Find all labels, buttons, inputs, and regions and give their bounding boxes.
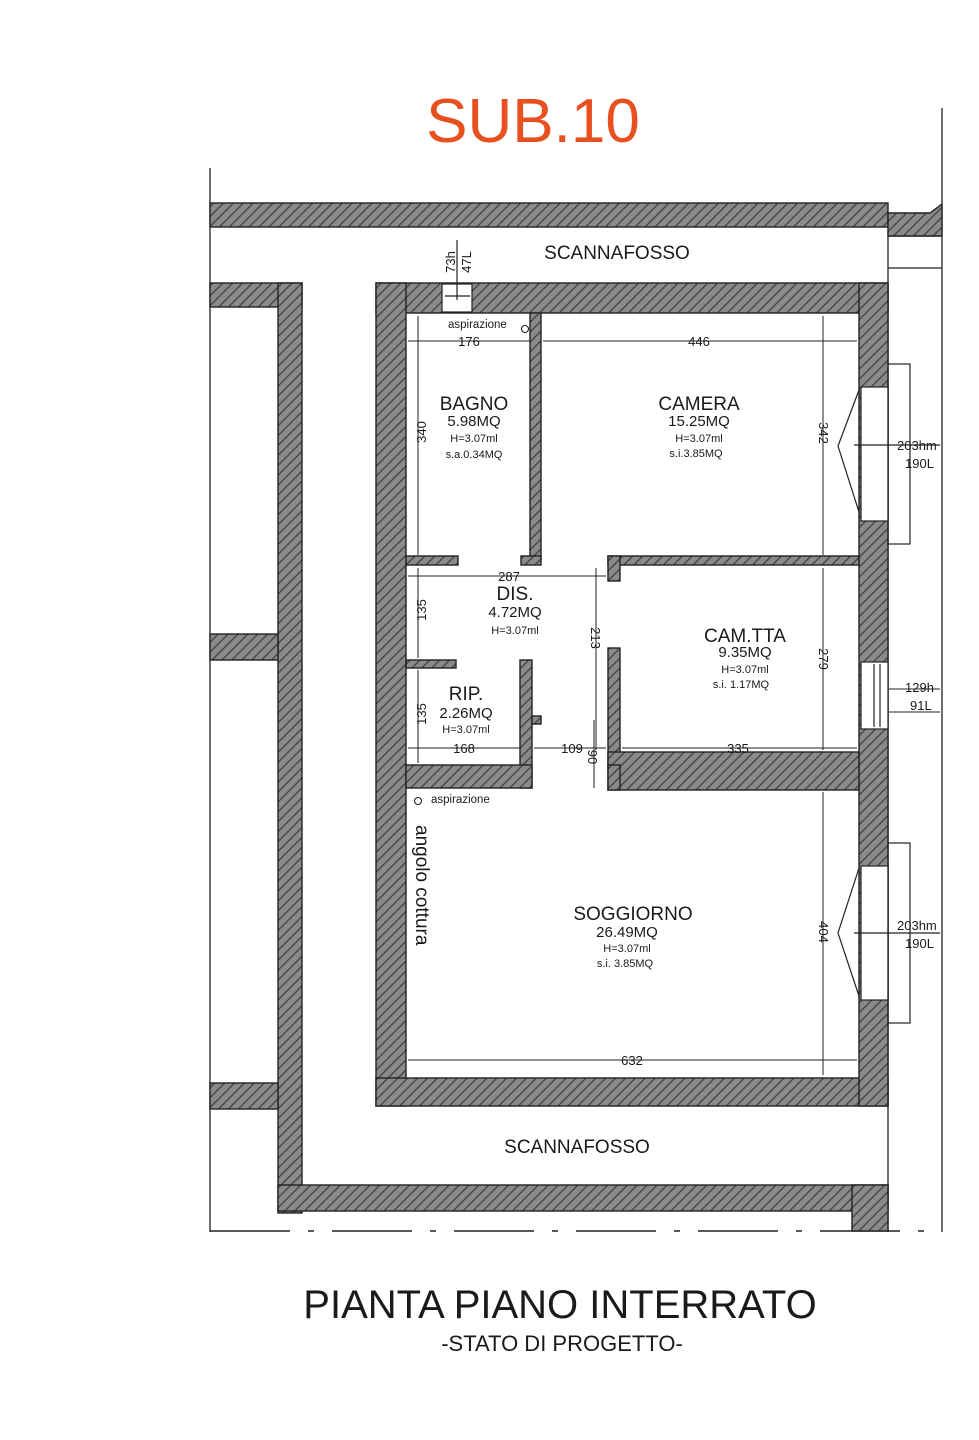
- aspirazione-icon: [520, 324, 530, 334]
- room-camera-extra: s.i.3.85MQ: [669, 448, 723, 460]
- page-title: SUB.10: [426, 87, 640, 156]
- room-soggiorno-extra: s.i. 3.85MQ: [597, 958, 654, 970]
- room-soggiorno-area: 26.49MQ: [596, 924, 658, 941]
- dim-404: 404: [816, 921, 831, 943]
- dim-135-b: 135: [414, 703, 429, 725]
- dim-135-a: 135: [414, 599, 429, 621]
- room-camtta-height: H=3.07ml: [721, 664, 768, 676]
- dim-287: 287: [498, 569, 520, 584]
- aspirazione-label-bagno: aspirazione: [448, 319, 507, 331]
- window-1-width: 190L: [905, 456, 934, 471]
- external-wall-top: [209, 202, 943, 237]
- room-dis-area: 4.72MQ: [488, 604, 541, 621]
- room-camtta-area: 9.35MQ: [718, 644, 771, 661]
- dim-446: 446: [688, 334, 710, 349]
- scannafosso-top-label: SCANNAFOSSO: [544, 243, 690, 264]
- angolo-cottura-label: angolo cottura: [411, 825, 432, 946]
- dim-213: 213: [588, 627, 603, 649]
- room-soggiorno: SOGGIORNO 26.49MQ H=3.07ml s.i. 3.85MQ: [573, 904, 692, 970]
- window-3-width: 190L: [905, 936, 934, 951]
- room-rip-name: RIP.: [449, 684, 484, 705]
- duct-height-label: 73h: [443, 251, 458, 273]
- dim-168: 168: [453, 741, 475, 756]
- room-bagno: BAGNO 5.98MQ H=3.07ml s.a.0.34MQ: [440, 394, 509, 461]
- aspirazione-label-soggiorno: aspirazione: [431, 794, 490, 806]
- window-2-height: 129h: [905, 680, 934, 695]
- room-dis-height: H=3.07ml: [491, 625, 538, 637]
- room-camera-height: H=3.07ml: [675, 433, 722, 445]
- window-2-width: 91L: [910, 698, 932, 713]
- dim-176: 176: [458, 334, 480, 349]
- dim-109: 109: [561, 741, 583, 756]
- site-boundary: [209, 108, 943, 1232]
- scannafosso-bottom-label: SCANNAFOSSO: [504, 1137, 650, 1158]
- duct-width-label: 47L: [459, 251, 474, 273]
- dim-335: 335: [727, 741, 749, 756]
- left-structure-walls: [209, 282, 889, 1232]
- room-camera-area: 15.25MQ: [668, 413, 730, 430]
- plan-subtitle: -STATO DI PROGETTO-: [441, 1331, 683, 1356]
- room-rip-area: 2.26MQ: [439, 705, 492, 722]
- room-dis: DIS. 4.72MQ H=3.07ml: [488, 584, 541, 637]
- dim-279: 279: [816, 648, 831, 670]
- room-camtta-extra: s.i. 1.17MQ: [713, 679, 770, 691]
- room-soggiorno-name: SOGGIORNO: [573, 904, 692, 925]
- room-camtta: CAM.TTA 9.35MQ H=3.07ml s.i. 1.17MQ: [704, 626, 786, 691]
- room-camera-name: CAMERA: [658, 394, 740, 415]
- window-camera: [860, 386, 889, 522]
- room-bagno-height: H=3.07ml: [450, 433, 497, 445]
- dimension-lines: [408, 316, 857, 1075]
- room-soggiorno-height: H=3.07ml: [603, 943, 650, 955]
- room-camera: CAMERA 15.25MQ H=3.07ml s.i.3.85MQ: [658, 394, 740, 460]
- room-bagno-area: 5.98MQ: [447, 413, 500, 430]
- room-rip: RIP. 2.26MQ H=3.07ml: [439, 684, 492, 736]
- room-bagno-extra: s.a.0.34MQ: [446, 449, 503, 461]
- aspirazione-icon-2: [413, 796, 423, 806]
- dim-632: 632: [621, 1053, 643, 1068]
- room-bagno-name: BAGNO: [440, 394, 509, 415]
- dim-90: 90: [585, 750, 600, 764]
- window-3-height: 203hm: [897, 918, 937, 933]
- plan-title: PIANTA PIANO INTERRATO: [303, 1283, 816, 1327]
- window-frames: [837, 363, 940, 1024]
- dim-342: 342: [816, 422, 831, 444]
- room-camtta-name: CAM.TTA: [704, 626, 786, 647]
- window-1-height: 203hm: [897, 438, 937, 453]
- vent-duct: [441, 240, 473, 313]
- room-dis-name: DIS.: [497, 584, 534, 605]
- dim-340: 340: [414, 421, 429, 443]
- room-rip-height: H=3.07ml: [442, 724, 489, 736]
